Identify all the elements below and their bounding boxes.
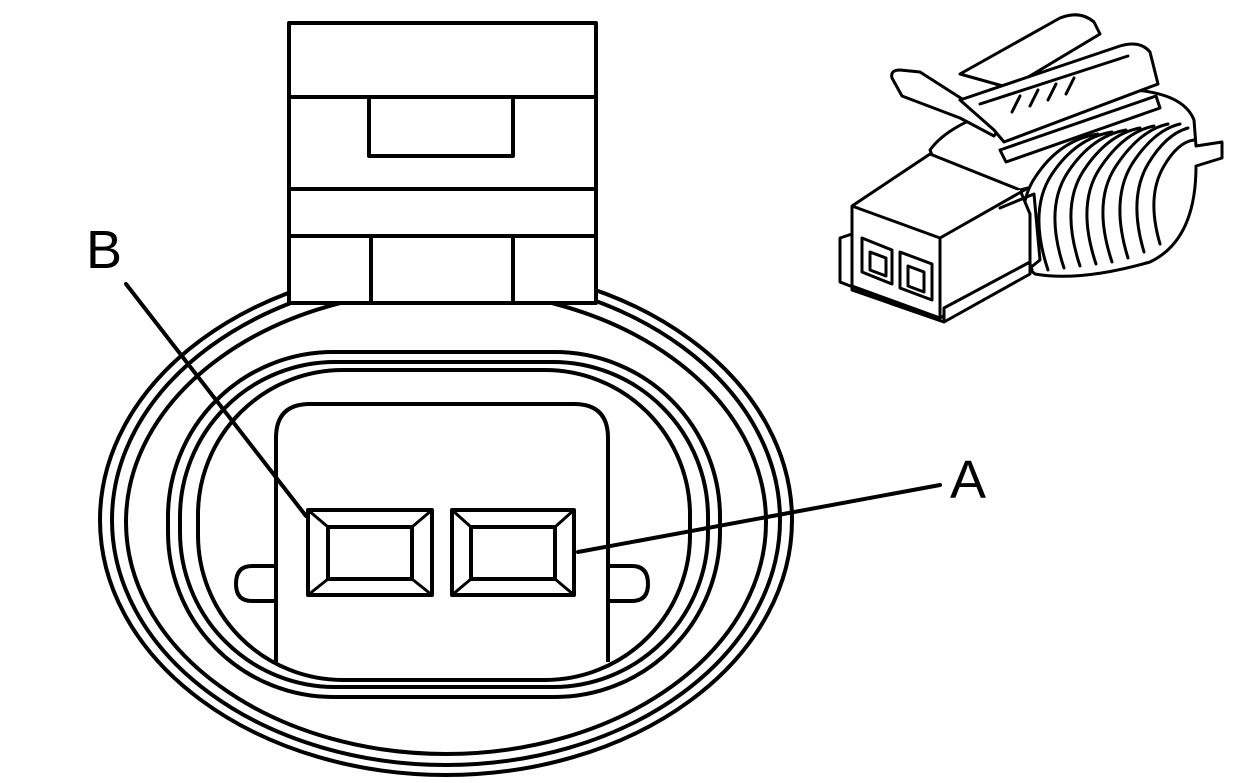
- connector-face-view: B A: [86, 21, 986, 777]
- connector-side-keys: [234, 564, 650, 603]
- callout-label-b: B: [86, 220, 122, 280]
- terminal-windows: [860, 236, 934, 302]
- terminal-cavity-b: [306, 508, 434, 597]
- locking-tab: [287, 21, 598, 305]
- callout-label-a: A: [950, 450, 986, 510]
- leader-line-a: [576, 483, 942, 554]
- connector-front-housing: [838, 152, 1042, 324]
- connector-isometric-view: [838, 13, 1224, 324]
- leader-line-b: [124, 282, 308, 518]
- connector-latch: [890, 42, 1162, 164]
- terminal-cavity-a: [450, 508, 576, 597]
- terminal-housing: [274, 402, 610, 662]
